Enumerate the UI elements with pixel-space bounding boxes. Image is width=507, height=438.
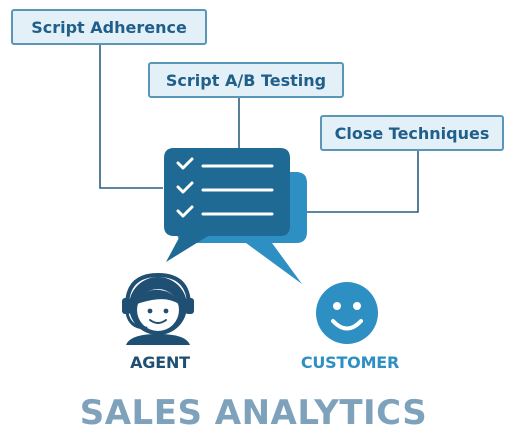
page-title: SALES ANALYTICS	[79, 393, 428, 433]
connector-close-techniques	[305, 151, 419, 213]
tag-script-adherence: Script Adherence	[11, 9, 207, 45]
customer-smiley-icon	[316, 282, 378, 344]
agent-label: AGENT	[130, 353, 190, 372]
customer-label: CUSTOMER	[300, 353, 400, 372]
tag-close-techniques: Close Techniques	[320, 115, 504, 151]
connector-lines	[99, 45, 419, 213]
agent-headset-icon	[122, 272, 194, 345]
tag-script-ab-testing: Script A/B Testing	[148, 62, 344, 98]
checklist-chat-icon	[164, 148, 290, 262]
connector-script-adherence	[99, 45, 163, 189]
